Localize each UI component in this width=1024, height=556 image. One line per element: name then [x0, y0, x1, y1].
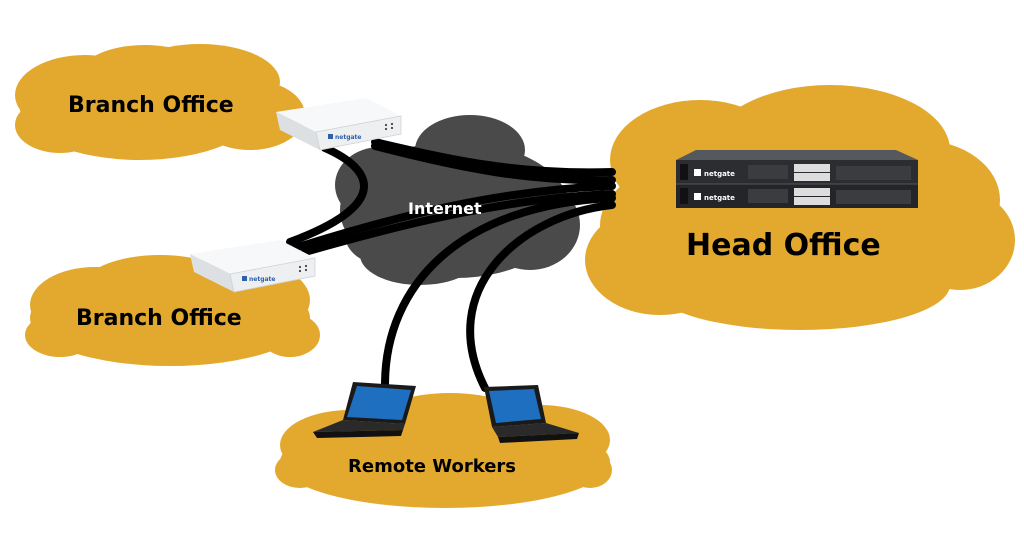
laptop-icon	[484, 385, 579, 443]
branch-office-top-label: Branch Office	[68, 93, 234, 118]
laptop-right	[484, 385, 579, 443]
branch-office-bottom-label: Branch Office	[76, 306, 242, 331]
branch-office-bottom-cloud	[25, 255, 320, 366]
rack-brand-label-1: netgate	[704, 170, 735, 178]
cable-laptop-left-head	[381, 194, 616, 389]
branch-router-top: netgate	[276, 98, 402, 151]
router-icon: netgate	[190, 240, 316, 293]
cable-laptop-right-head	[466, 201, 616, 392]
head-office-rack: netgate netgate	[676, 150, 918, 208]
internet-label: Internet	[408, 199, 482, 218]
branch-office-top-cloud	[15, 44, 305, 160]
cable-branch-bottom-head-1	[291, 182, 616, 252]
cable-branch-top-head-2	[371, 142, 616, 185]
laptop-icon	[313, 382, 416, 438]
remote-workers-cloud	[275, 393, 612, 508]
cable-branch-top-branch-bottom	[286, 144, 368, 246]
laptop-left	[313, 382, 416, 438]
rack-server-icon: netgate netgate	[676, 150, 918, 208]
rack-brand-label-2: netgate	[704, 194, 735, 202]
branch-router-bottom: netgate	[190, 240, 316, 293]
vpn-cables	[286, 138, 616, 392]
cable-branch-top-head-1	[371, 138, 616, 177]
cable-branch-bottom-head-2	[301, 190, 616, 256]
router-brand-label: netgate	[249, 276, 276, 283]
router-brand-label: netgate	[335, 134, 362, 141]
router-icon: netgate	[276, 98, 402, 151]
remote-workers-label: Remote Workers	[348, 456, 516, 477]
head-office-label: Head Office	[686, 228, 881, 263]
